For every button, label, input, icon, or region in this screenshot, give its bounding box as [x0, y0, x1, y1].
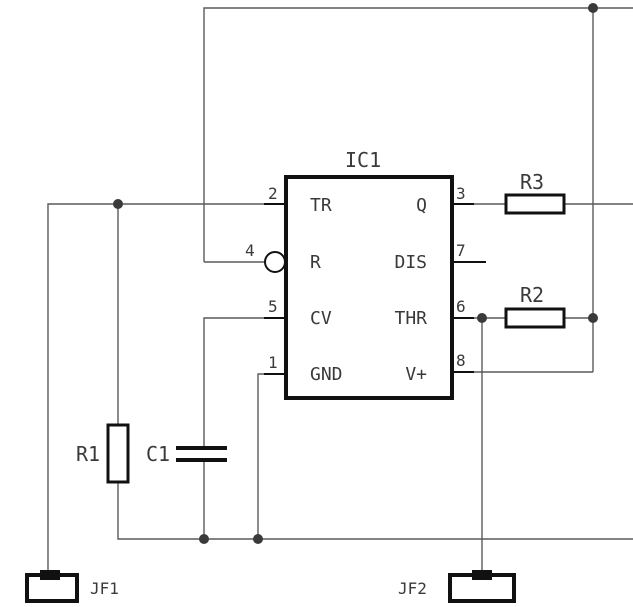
pin-name-cv: CV — [310, 308, 332, 329]
reset-bubble — [264, 251, 286, 273]
wire-cv — [203, 317, 285, 446]
resistor-r1 — [106, 423, 130, 484]
pin-name-tr: TR — [310, 195, 332, 216]
pin-stubs — [264, 203, 486, 375]
ic1-ref-label: IC1 — [345, 148, 381, 172]
junction-dot — [113, 199, 123, 209]
wire-trigger — [47, 203, 285, 575]
ic1-body — [284, 175, 454, 400]
c1-label: C1 — [146, 442, 170, 466]
pin-number-dis: 7 — [456, 241, 466, 260]
junctions — [113, 3, 598, 544]
junction-dot — [253, 534, 263, 544]
jf2-label: JF2 — [398, 579, 427, 598]
r2-label: R2 — [520, 283, 544, 307]
jf1-label: JF1 — [90, 579, 119, 598]
resistor-r3 — [504, 193, 566, 215]
junction-dot — [588, 3, 598, 13]
junction-dot — [199, 534, 209, 544]
pin-name-gnd: GND — [310, 364, 343, 385]
pin-number-vplus: 8 — [456, 351, 466, 370]
pin-name-dis: DIS — [394, 252, 427, 273]
wires — [47, 7, 633, 575]
junction-dot — [477, 313, 487, 323]
pin-name-r: R — [310, 252, 321, 273]
pin-number-gnd: 1 — [268, 353, 278, 372]
pin-number-cv: 5 — [268, 297, 278, 316]
capacitor-c1 — [176, 446, 227, 462]
pin-number-q: 3 — [456, 184, 466, 203]
r3-label: R3 — [520, 170, 544, 194]
junction-dot — [588, 313, 598, 323]
wire-gnd — [257, 373, 285, 539]
pin-number-r: 4 — [245, 241, 255, 260]
wire-r1-bottom — [117, 482, 633, 540]
r1-label: R1 — [76, 442, 100, 466]
jumper-jf2-pad — [472, 570, 492, 580]
pin-name-vplus: V+ — [405, 364, 427, 385]
resistor-r2 — [504, 307, 566, 329]
pin-number-thr: 6 — [456, 297, 466, 316]
pin-name-thr: THR — [394, 308, 427, 329]
pin-name-q: Q — [416, 195, 427, 216]
pin-number-tr: 2 — [268, 184, 278, 203]
jumper-jf1-pad — [40, 570, 60, 580]
wire-top-rail — [203, 7, 633, 262]
